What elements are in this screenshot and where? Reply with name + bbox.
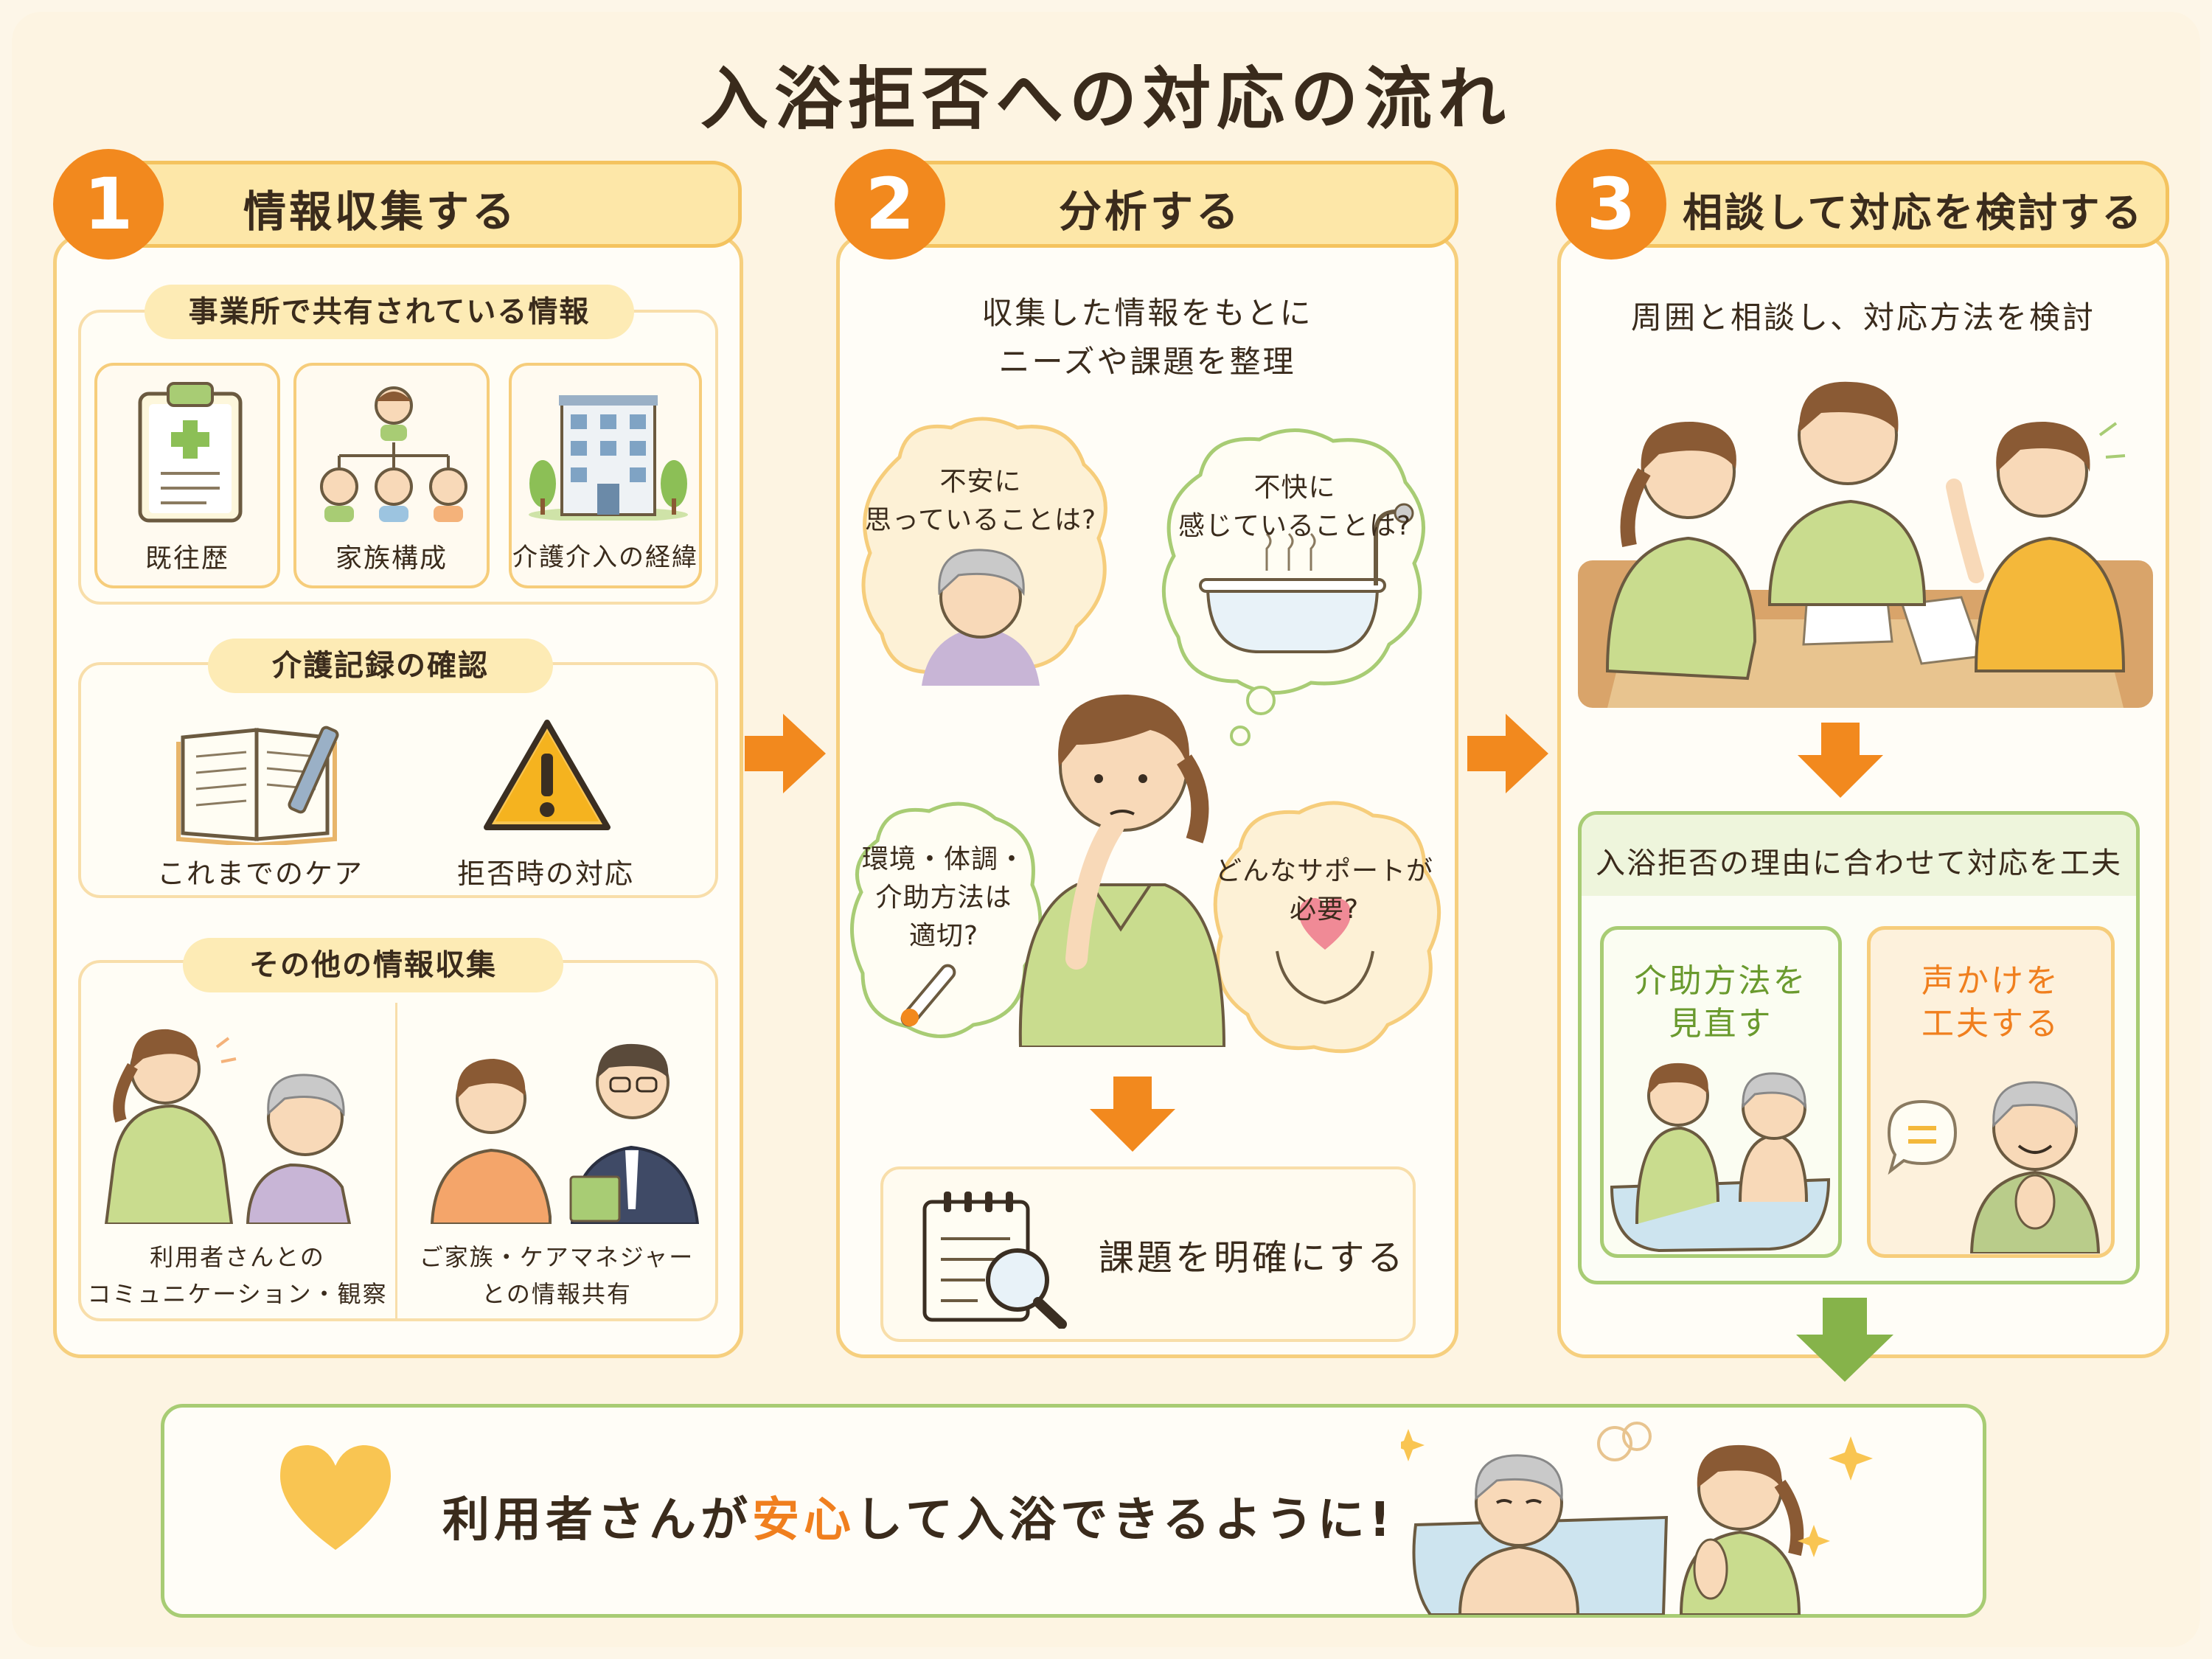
adapt-response-title: 入浴拒否の理由に合わせて対応を工夫 bbox=[1596, 846, 2122, 880]
environment-bubble-line2: 介助方法は bbox=[875, 883, 1012, 913]
staff-talking-to-resident-illustration bbox=[104, 1029, 352, 1224]
step-2-heading: 分析する bbox=[1059, 187, 1242, 237]
discomfort-thought-bubble bbox=[1161, 428, 1425, 695]
step-3-heading: 相談して対応を検討する bbox=[1683, 189, 2144, 236]
family-structure-caption: 家族構成 bbox=[335, 543, 448, 574]
step-1-header bbox=[94, 161, 742, 248]
improve-words-line1: 声かけを bbox=[1921, 962, 2060, 1000]
care-history-caption: 介護介入の経緯 bbox=[512, 543, 698, 572]
care-records-label: 介護記録の確認 bbox=[208, 639, 553, 693]
environment-bubble-line1: 環境・体調・ bbox=[861, 844, 1026, 874]
team-meeting-illustration bbox=[1578, 381, 2153, 708]
shared-info-label: 事業所で共有されている情報 bbox=[145, 285, 634, 339]
arrow-right-icon bbox=[745, 714, 826, 793]
page-title: 入浴拒否への対応の流れ bbox=[700, 60, 1512, 139]
bath-assistance-illustration bbox=[1610, 1062, 1831, 1253]
discomfort-bubble-line1: 不快に bbox=[1253, 473, 1336, 503]
checklist-magnifier-icon bbox=[922, 1192, 1067, 1329]
review-assistance-line2: 見直す bbox=[1669, 1005, 1773, 1043]
arrow-right-icon-2 bbox=[1467, 714, 1548, 793]
analysis-intro-line1: 収集した情報をもとに bbox=[981, 295, 1313, 331]
support-bubble-line1: どんなサポートが bbox=[1214, 856, 1433, 886]
step-3-number: 3 bbox=[1556, 149, 1666, 260]
clarify-issues-text: 課題を明確にする bbox=[1099, 1237, 1406, 1279]
goal-text-after: して入浴できるように! bbox=[855, 1493, 1395, 1548]
discomfort-bubble-line2: 感じていることは? bbox=[1178, 511, 1412, 541]
family-tree-icon bbox=[320, 386, 467, 522]
family-structure-card: 家族構成 bbox=[293, 363, 490, 588]
care-history-card: 介護介入の経緯 bbox=[509, 363, 702, 588]
thinking-staff-illustration bbox=[1018, 694, 1226, 1047]
improve-words-line2: 工夫する bbox=[1921, 1005, 2060, 1043]
other-info-label: その他の情報収集 bbox=[183, 938, 563, 992]
other-info-divider bbox=[395, 1003, 397, 1320]
step-3-header bbox=[1600, 161, 2169, 248]
environment-bubble-line3: 適切? bbox=[908, 921, 979, 951]
goal-text: 利用者さんが安心して入浴できるように! bbox=[442, 1482, 1395, 1550]
resident-communication-caption-line2: コミュニケーション・観察 bbox=[87, 1280, 388, 1308]
arrow-down-icon-2 bbox=[1798, 723, 1883, 798]
environment-thought-bubble bbox=[850, 801, 1043, 1038]
step-2-header bbox=[879, 161, 1458, 248]
consult-intro: 周囲と相談し、対応方法を検討 bbox=[1630, 299, 2096, 335]
goal-text-before: 利用者さんが bbox=[442, 1493, 752, 1548]
family-sharing-caption-line2: との情報共有 bbox=[481, 1280, 632, 1308]
step-1-heading: 情報収集する bbox=[243, 187, 518, 237]
staff-talking-to-care-manager-illustration bbox=[430, 1043, 700, 1224]
facility-building-icon bbox=[529, 395, 688, 521]
adapt-response-title-bar bbox=[1582, 815, 2136, 896]
support-bubble-line2: 必要? bbox=[1289, 894, 1360, 925]
anxiety-thought-bubble bbox=[861, 417, 1107, 686]
heart-icon bbox=[280, 1445, 391, 1550]
anxiety-bubble-line1: 不安に bbox=[939, 467, 1022, 497]
resident-communication-caption-line1: 利用者さんとの bbox=[150, 1243, 325, 1271]
goal-banner bbox=[161, 1404, 1986, 1618]
open-notebook-icon bbox=[176, 726, 339, 845]
medical-history-caption: 既往歴 bbox=[145, 543, 229, 574]
speech-bubble-icon bbox=[1887, 1099, 1958, 1175]
support-thought-bubble bbox=[1213, 801, 1441, 1054]
thought-dots bbox=[1230, 686, 1276, 746]
refusal-response-caption: 拒否時の対応 bbox=[456, 858, 634, 890]
goal-text-highlight: 安心 bbox=[752, 1493, 855, 1548]
clipboard-icon bbox=[138, 382, 243, 523]
step-1-number: 1 bbox=[53, 149, 164, 260]
warning-icon bbox=[484, 720, 611, 830]
relaxed-bath-illustration bbox=[1401, 1422, 1873, 1615]
family-sharing-caption-line1: ご家族・ケアマネジャー bbox=[419, 1243, 695, 1271]
smiling-resident-illustration bbox=[1969, 1081, 2101, 1253]
medical-history-card: 既往歴 bbox=[94, 363, 280, 588]
step-2-number: 2 bbox=[835, 149, 945, 260]
arrow-down-icon bbox=[1090, 1077, 1175, 1152]
arrow-down-green-icon bbox=[1796, 1298, 1893, 1382]
past-care-caption: これまでのケア bbox=[156, 858, 364, 890]
review-assistance-line1: 介助方法を bbox=[1634, 962, 1808, 1000]
anxiety-bubble-line2: 思っていることは? bbox=[864, 505, 1097, 535]
analysis-intro-line2: ニーズや課題を整理 bbox=[998, 344, 1296, 380]
